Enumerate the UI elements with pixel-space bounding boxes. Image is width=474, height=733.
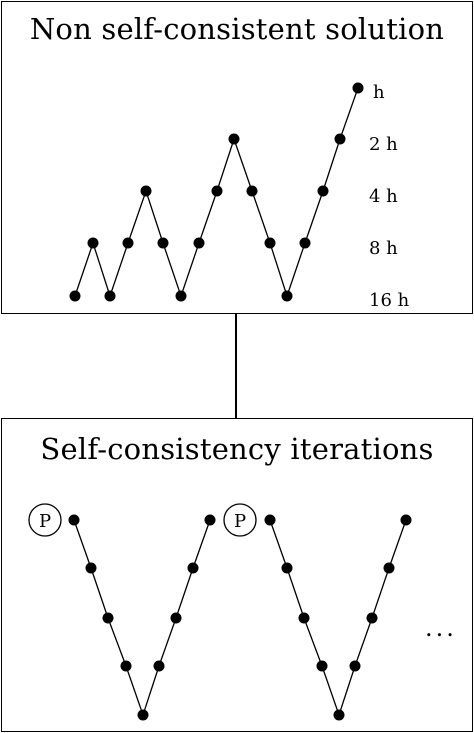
bottom-panel-title: Self-consistency iterations bbox=[40, 432, 434, 466]
level-label-4h: 4 h bbox=[369, 186, 398, 207]
bottom-nodes bbox=[68, 514, 412, 721]
node bbox=[170, 612, 182, 624]
node bbox=[68, 514, 80, 526]
level-label-16h: 16 h bbox=[369, 290, 410, 311]
node bbox=[228, 133, 240, 145]
node bbox=[85, 562, 97, 574]
node bbox=[400, 514, 412, 526]
node bbox=[211, 185, 223, 197]
node bbox=[104, 290, 116, 302]
node bbox=[153, 660, 165, 672]
p-marker-circle-2 bbox=[223, 503, 257, 537]
p-marker-circle-1 bbox=[28, 503, 62, 537]
node bbox=[352, 82, 364, 94]
node bbox=[204, 514, 216, 526]
node bbox=[281, 290, 293, 302]
bottom-panel bbox=[1, 418, 473, 732]
node bbox=[87, 237, 99, 249]
connector-line bbox=[235, 314, 237, 418]
node bbox=[140, 185, 152, 197]
top-nodes bbox=[69, 82, 364, 302]
node bbox=[317, 185, 329, 197]
node bbox=[349, 660, 361, 672]
node bbox=[281, 562, 293, 574]
level-label-h: h bbox=[373, 82, 385, 103]
node bbox=[299, 237, 311, 249]
top-panel bbox=[1, 1, 473, 314]
node bbox=[122, 237, 134, 249]
level-label-8h: 8 h bbox=[369, 238, 398, 259]
node bbox=[316, 660, 328, 672]
node bbox=[102, 612, 114, 624]
top-panel-title: Non self-consistent solution bbox=[29, 12, 445, 46]
node bbox=[175, 290, 187, 302]
p-marker-label-1: P bbox=[39, 511, 51, 532]
v-cycle-path-1 bbox=[73, 519, 211, 718]
level-label-2h: 2 h bbox=[369, 134, 398, 155]
v-cycle-path-2 bbox=[269, 519, 407, 718]
node bbox=[334, 133, 346, 145]
node bbox=[69, 290, 81, 302]
continuation-ellipsis: ... bbox=[425, 614, 457, 642]
node bbox=[264, 514, 276, 526]
node bbox=[298, 612, 310, 624]
node bbox=[137, 709, 149, 721]
node bbox=[333, 709, 345, 721]
node bbox=[187, 562, 199, 574]
node bbox=[246, 185, 258, 197]
node bbox=[120, 660, 132, 672]
node bbox=[264, 237, 276, 249]
node bbox=[193, 237, 205, 249]
node bbox=[366, 612, 378, 624]
p-marker-label-2: P bbox=[234, 511, 246, 532]
node bbox=[383, 562, 395, 574]
node bbox=[157, 237, 169, 249]
